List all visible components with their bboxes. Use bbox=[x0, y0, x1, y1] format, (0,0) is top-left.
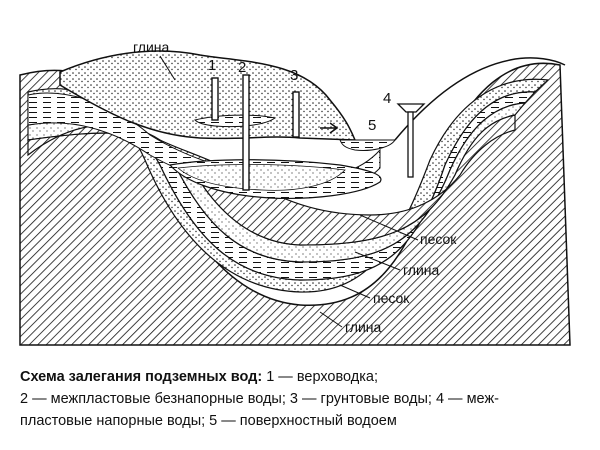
label-clay-middle: глина bbox=[403, 262, 440, 278]
label-clay-bottom: глина bbox=[345, 319, 382, 335]
well-4 bbox=[396, 103, 426, 178]
caption-line-1: 1 — верховодка; bbox=[262, 369, 378, 385]
clay-mound-top bbox=[59, 50, 357, 141]
well-1 bbox=[211, 77, 219, 121]
caption-line-2: 2 — межпластовые безнапорные воды; 3 — г… bbox=[20, 391, 499, 407]
label-sand-outer: песок bbox=[373, 290, 410, 306]
well-2 bbox=[242, 74, 250, 191]
marker-1: 1 bbox=[208, 57, 216, 74]
marker-3: 3 bbox=[290, 67, 298, 84]
groundwater-diagram: 1 2 3 4 5 глина песок глина песок глина bbox=[19, 39, 571, 346]
caption: Схема залегания подземных вод: 1 — верхо… bbox=[20, 366, 586, 432]
well-3 bbox=[292, 91, 339, 138]
label-clay-top: глина bbox=[133, 39, 170, 55]
upper-layer bbox=[27, 92, 381, 197]
caption-line-3: пластовые напорные воды; 5 — поверхностн… bbox=[20, 413, 397, 429]
label-sand-inner: песок bbox=[420, 231, 457, 247]
caption-title: Схема залегания подземных вод: bbox=[20, 369, 263, 385]
right-slope bbox=[394, 57, 566, 141]
marker-5: 5 bbox=[368, 117, 376, 134]
clay-core bbox=[27, 114, 516, 246]
marker-2: 2 bbox=[238, 59, 246, 76]
marker-4: 4 bbox=[383, 90, 391, 107]
surface-water bbox=[339, 139, 396, 151]
